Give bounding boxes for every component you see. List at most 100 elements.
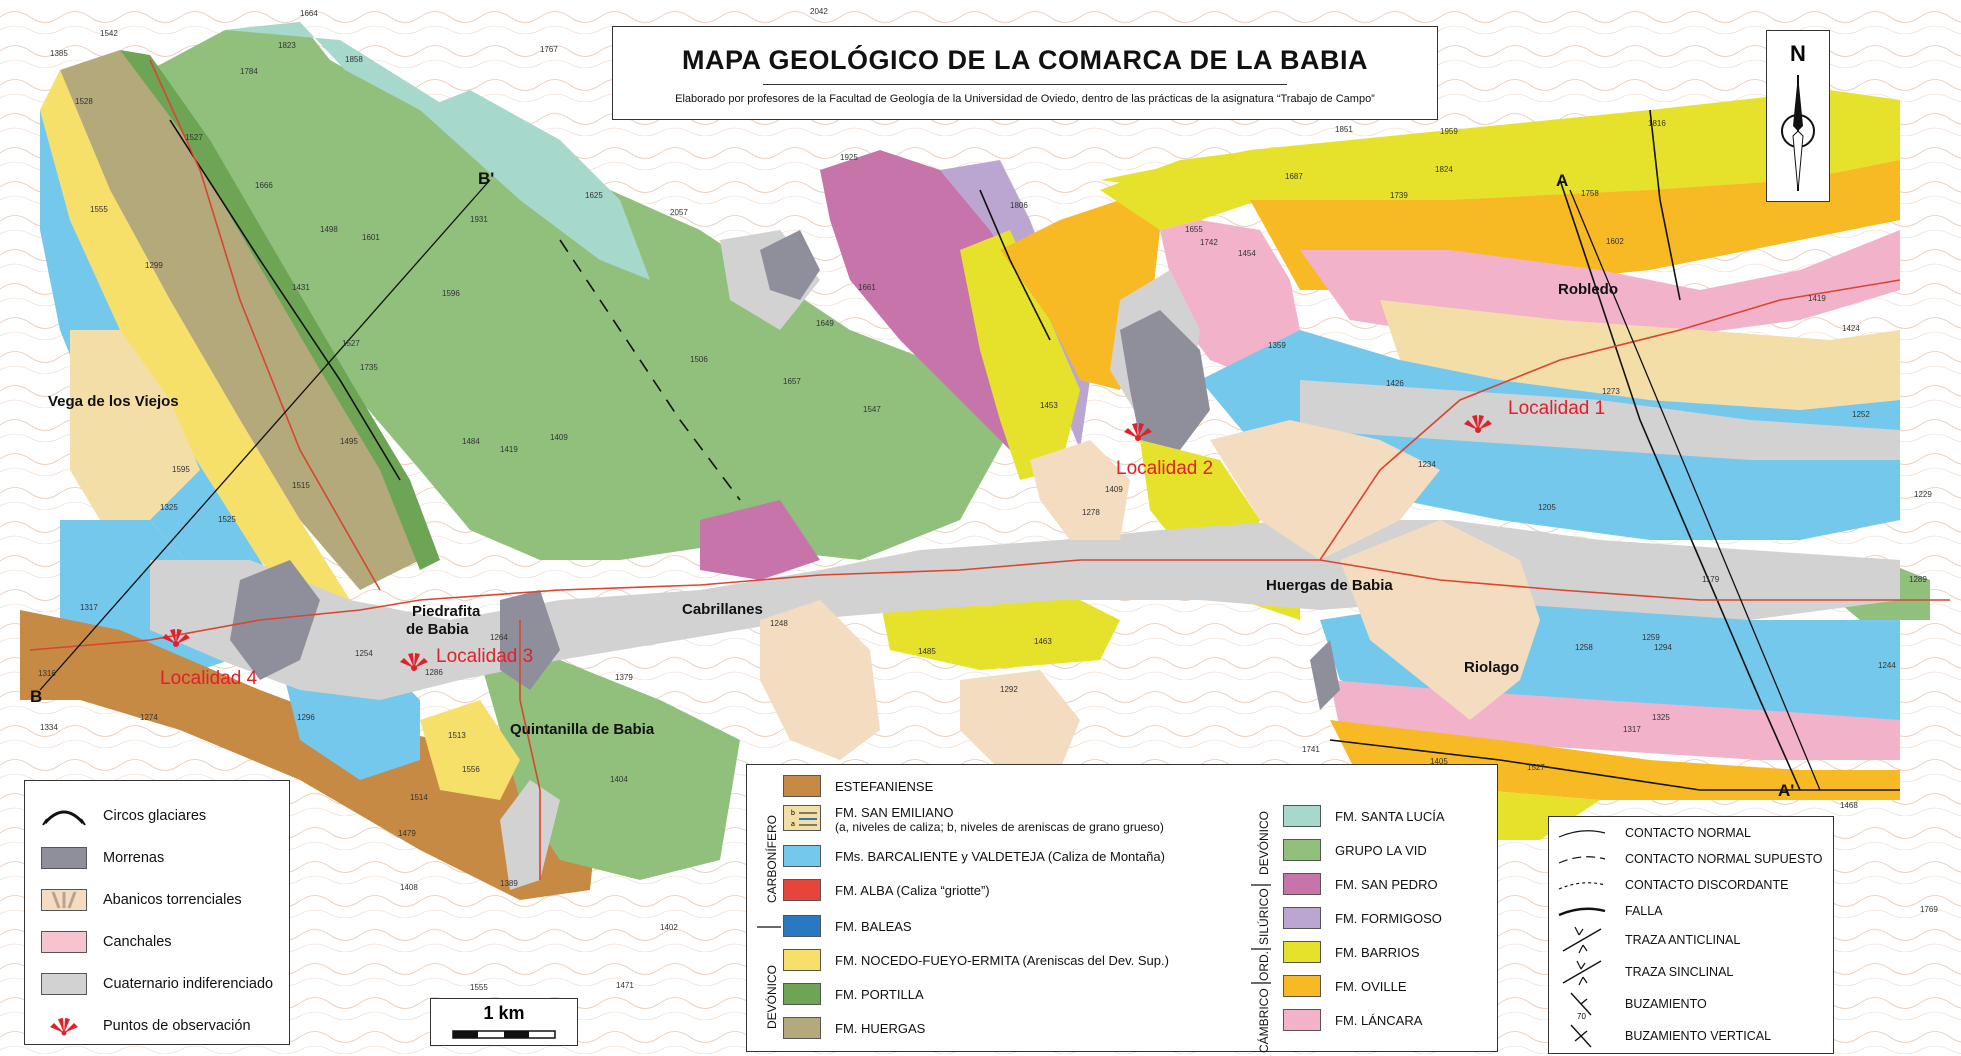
elevation-label: 1463	[1034, 637, 1052, 646]
elevation-label: 1248	[770, 619, 788, 628]
elevation-label: 1259	[1642, 633, 1660, 642]
elevation-label: 1408	[400, 883, 418, 892]
place-huergas: Huergas de Babia	[1266, 577, 1393, 594]
place-vega: Vega de los Viejos	[48, 393, 179, 410]
fan-localidad2	[1030, 440, 1130, 540]
legend-formations: CARBONÍFERO DEVÓNICO DEVÓNICO SILÚRICO O…	[746, 764, 1498, 1053]
road-main	[29, 559, 1950, 651]
legend-label: Circos glaciares	[103, 808, 207, 824]
elevation-label: 1767	[540, 45, 558, 54]
map-title: MAPA GEOLÓGICO DE LA COMARCA DE LA BABIA	[682, 45, 1368, 75]
elevation-label: 1419	[500, 445, 518, 454]
elevation-label: 1454	[1238, 249, 1256, 258]
elevation-label: 1806	[1010, 201, 1028, 210]
elevation-label: 1205	[1538, 503, 1556, 512]
unit-nocedo-s	[420, 700, 520, 800]
elevation-label: 1234	[1418, 460, 1436, 469]
fault-5	[1329, 739, 1900, 791]
locality-label-3: Localidad 3	[436, 646, 533, 667]
formation-san-pedro: FM. SAN PEDRO	[1283, 873, 1438, 895]
cuaternario-robledo	[1300, 380, 1900, 460]
elevation-label: 1317	[1623, 725, 1641, 734]
section-label-a-prime: A'	[1778, 781, 1794, 800]
elevation-label: 1925	[840, 153, 858, 162]
elevation-label: 1424	[1842, 324, 1860, 333]
moraine-localidad2	[1120, 310, 1210, 450]
elevation-label: 1687	[1285, 172, 1303, 181]
elevation-label: 1823	[278, 41, 296, 50]
fan-huergas	[1210, 420, 1440, 560]
elevation-label: 1784	[240, 67, 258, 76]
legend-row-falla: FALLA	[1557, 903, 1663, 919]
elevation-label: 1292	[1000, 685, 1018, 694]
elevation-label: 1389	[500, 879, 518, 888]
elevation-label: 1419	[1808, 294, 1826, 303]
unconformable-contact-icon	[1558, 882, 1606, 890]
elevation-label: 1769	[1920, 905, 1938, 914]
elevation-label: 1484	[462, 437, 480, 446]
elevation-label: 1468	[1840, 801, 1858, 810]
elevation-label: 1824	[1435, 165, 1453, 174]
scale-bar: 1 km	[430, 998, 578, 1046]
formation-barrios: FM. BARRIOS	[1283, 941, 1420, 963]
road-north	[149, 59, 381, 591]
legend-row-cuaternario: Cuaternario indiferenciado	[39, 963, 289, 1005]
observation-point-icon	[1464, 415, 1492, 433]
elevation-label: 1735	[360, 363, 378, 372]
legend-label: Cuaternario indiferenciado	[103, 976, 274, 992]
elevation-label: 1479	[398, 829, 416, 838]
elevation-label: 1527	[342, 339, 360, 348]
svg-text:b: b	[791, 810, 795, 817]
fan-cabrillanes	[760, 600, 880, 760]
locality-label-2: Localidad 2	[1116, 458, 1213, 479]
unit-nocedo-nw	[40, 70, 350, 630]
unit-huergas-nw	[60, 50, 420, 590]
elevation-label: 1816	[1648, 119, 1666, 128]
svg-text:70: 70	[1577, 1012, 1586, 1019]
elevation-label: 1525	[218, 515, 236, 524]
place-riolago: Riolago	[1464, 659, 1519, 676]
elevation-label: 1527	[185, 133, 203, 142]
road-south	[519, 620, 541, 880]
legend-label: Puntos de observación	[103, 1018, 251, 1034]
swatch-abanicos	[41, 889, 87, 911]
unit-portilla-nw	[120, 50, 440, 570]
elevation-label: 1625	[585, 191, 603, 200]
moraine-s	[1310, 640, 1340, 710]
elevation-label: 1739	[1390, 191, 1408, 200]
elevation-label: 1601	[362, 233, 380, 242]
observation-points	[162, 415, 1492, 671]
section-line-b	[39, 179, 491, 691]
place-piedrafita-2: de Babia	[406, 621, 469, 638]
elevation-label: 1252	[1852, 410, 1870, 419]
section-label-b-prime: B'	[478, 169, 494, 188]
elevation-label: 1286	[425, 668, 443, 677]
elevation-label: 1317	[80, 603, 98, 612]
elevation-label: 1514	[410, 793, 428, 802]
formation-santa-lucia: FM. SANTA LUCÍA	[1283, 805, 1445, 827]
cross-sections	[39, 179, 1821, 791]
legend-label: Morrenas	[103, 850, 165, 866]
elevation-label: 1758	[1581, 189, 1599, 198]
legend-row-buzamiento-vertical: BUZAMIENTO VERTICAL	[1557, 1021, 1771, 1051]
elevation-label: 1661	[858, 283, 876, 292]
moraine-piedrafita	[500, 590, 560, 690]
formation-nocedo: FM. NOCEDO-FUEYO-ERMITA (Areniscas del D…	[783, 949, 1169, 971]
legend-row-contacto-normal: CONTACTO NORMAL	[1557, 825, 1751, 841]
unit-estefaniense-sw	[20, 610, 600, 900]
svg-text:a: a	[791, 821, 795, 828]
fault-lines	[169, 109, 1900, 791]
elevation-label: 1596	[442, 289, 460, 298]
elevation-label: 1426	[1386, 379, 1404, 388]
formation-portilla: FM. PORTILLA	[783, 983, 924, 1005]
locality-label-4: Localidad 4	[160, 668, 258, 689]
unit-san-pedro-c2	[700, 500, 820, 580]
moraine-nc	[760, 230, 820, 300]
elevation-label: 1528	[75, 97, 93, 106]
vertical-dip-icon	[1570, 1024, 1592, 1048]
roads	[29, 59, 1950, 880]
elevation-label: 1404	[610, 775, 628, 784]
elevation-label: 1179	[1702, 575, 1720, 584]
elevation-label: 1229	[1914, 490, 1932, 499]
